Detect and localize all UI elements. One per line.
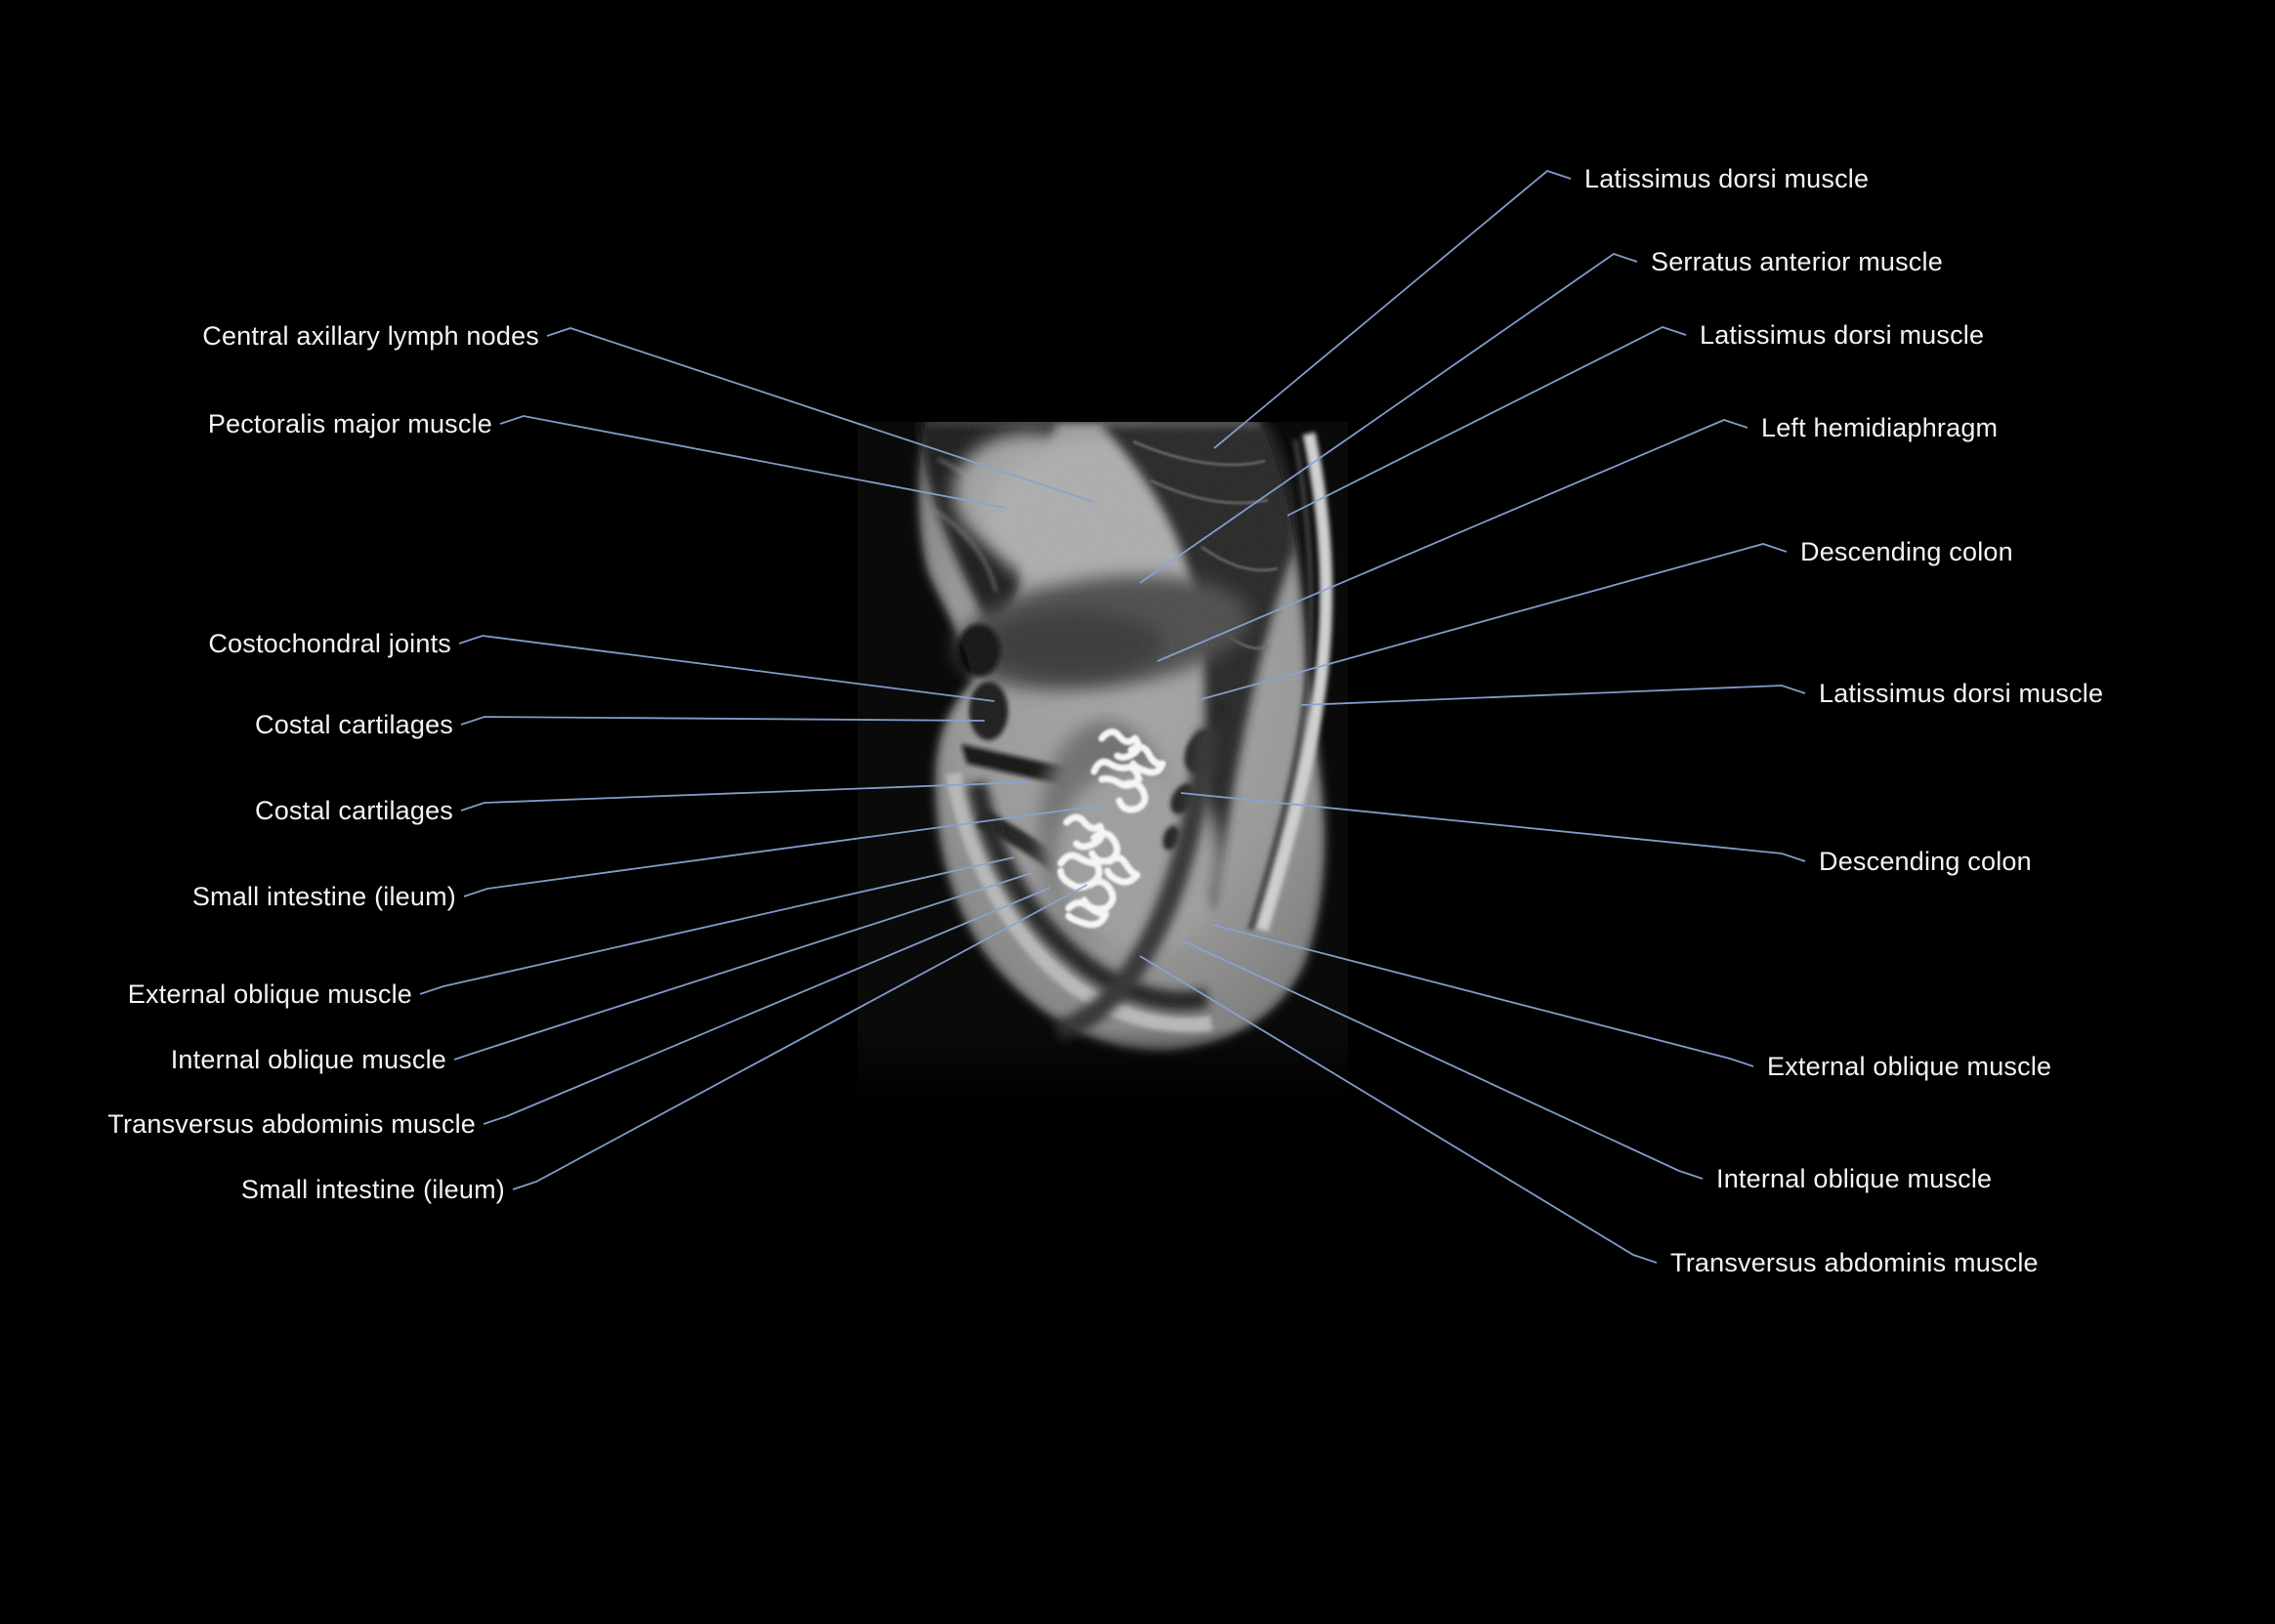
anatomy-label-costal-cartilages: Costal cartilages xyxy=(255,710,453,739)
anatomy-label-transversus-abdominis-muscle: Transversus abdominis muscle xyxy=(1670,1248,2039,1277)
anatomy-label-descending-colon: Descending colon xyxy=(1819,847,2032,876)
anatomy-label-pectoralis-major-muscle: Pectoralis major muscle xyxy=(207,409,492,438)
anatomy-label-costochondral-joints: Costochondral joints xyxy=(208,629,451,658)
leader-line xyxy=(458,635,995,702)
leader-line xyxy=(419,856,1015,995)
anatomy-label-external-oblique-muscle: External oblique muscle xyxy=(1767,1052,2052,1081)
anatomy-label-internal-oblique-muscle: Internal oblique muscle xyxy=(170,1045,446,1074)
leader-line xyxy=(1180,792,1806,862)
anatomy-label-latissimus-dorsi-muscle: Latissimus dorsi muscle xyxy=(1700,320,1985,350)
leader-line xyxy=(512,884,1088,1190)
anatomy-label-descending-colon: Descending colon xyxy=(1800,537,2013,566)
anatomy-label-central-axillary-lymph-nodes: Central axillary lymph nodes xyxy=(202,321,539,351)
anatomy-label-small-intestine-ileum: Small intestine (ileum) xyxy=(191,882,456,911)
leader-lines xyxy=(419,169,1806,1264)
leader-line xyxy=(483,887,1051,1125)
anatomy-label-internal-oblique-muscle: Internal oblique muscle xyxy=(1716,1164,1993,1193)
leader-line xyxy=(1286,326,1687,517)
leader-line xyxy=(1157,419,1748,662)
leader-line xyxy=(546,327,1095,503)
leader-line xyxy=(453,872,1032,1061)
leader-line xyxy=(460,781,1030,812)
leader-line xyxy=(1201,543,1788,700)
leader-line xyxy=(1211,924,1754,1067)
anatomy-label-small-intestine-ileum: Small intestine (ileum) xyxy=(240,1175,505,1204)
anatomy-label-transversus-abdominis-muscle: Transversus abdominis muscle xyxy=(107,1109,476,1139)
leader-line xyxy=(1181,939,1704,1180)
anatomy-label-costal-cartilages: Costal cartilages xyxy=(255,796,453,825)
anatomy-label-latissimus-dorsi-muscle: Latissimus dorsi muscle xyxy=(1819,679,2104,708)
leader-line xyxy=(1139,253,1638,584)
leader-line xyxy=(1300,685,1806,706)
leader-line xyxy=(463,804,1108,897)
anatomy-label-external-oblique-muscle: External oblique muscle xyxy=(127,979,412,1009)
anatomy-label-latissimus-dorsi-muscle: Latissimus dorsi muscle xyxy=(1584,164,1870,193)
anatomy-label-left-hemidiaphragm: Left hemidiaphragm xyxy=(1761,413,1999,442)
leader-line xyxy=(1139,955,1658,1264)
anatomy-label-serratus-anterior-muscle: Serratus anterior muscle xyxy=(1651,247,1943,276)
leader-line xyxy=(460,716,986,726)
leader-line xyxy=(1213,169,1572,449)
leader-line xyxy=(499,415,1007,509)
